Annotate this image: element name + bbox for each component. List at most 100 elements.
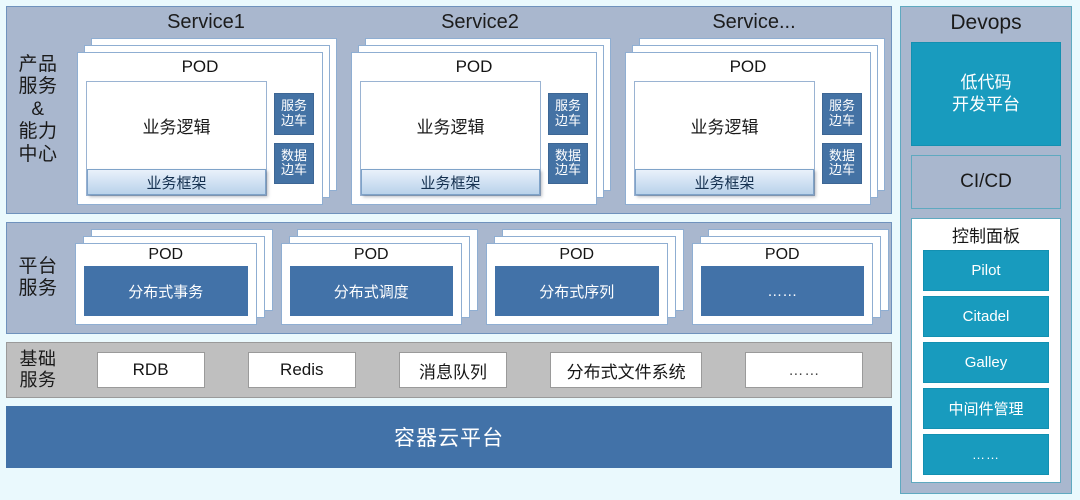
row-label-platform-services: 平台 服务 (7, 223, 69, 333)
sidecar-label-line: 服务 (280, 98, 307, 114)
row-label-line: 基础 (19, 348, 57, 369)
sidecar-label-line: 数据 (554, 147, 581, 163)
main-stack: 产品 服务 & 能力 中心 Service1 POD (6, 6, 892, 494)
pod-stack: POD 业务逻辑 业务框架 服务 边车 (351, 38, 611, 205)
data-sidecar-box: 数据 边车 (548, 142, 588, 184)
sidecar-label-line: 服务 (828, 98, 855, 114)
basic-service-redis[interactable]: Redis (247, 352, 356, 388)
business-container: 业务逻辑 业务框架 (634, 81, 815, 196)
basic-service-distributed-file-system[interactable]: 分布式文件系统 (550, 352, 703, 388)
pod-card[interactable]: POD 分布式事务 (75, 243, 257, 325)
business-container: 业务逻辑 业务框架 (86, 81, 267, 196)
sidecar-label-line: 边车 (280, 112, 307, 128)
row-product-services: 产品 服务 & 能力 中心 Service1 POD (6, 6, 892, 214)
row-label-line: 服务 (18, 76, 58, 98)
sidecar-label-line: 数据 (828, 147, 855, 163)
control-panel-button-middleware-management[interactable]: 中间件管理 (923, 388, 1049, 429)
pod-title: POD (729, 57, 767, 76)
sidecar-label-line: 边车 (280, 162, 307, 178)
row-label-line: 中心 (18, 143, 58, 165)
control-panel-button-citadel[interactable]: Citadel (923, 296, 1049, 337)
control-panel-button-pilot[interactable]: Pilot (923, 250, 1049, 291)
pod-contents: 业务逻辑 业务框架 服务 边车 数据 (360, 81, 588, 196)
row-label-line: 服务 (19, 370, 57, 390)
row-label-line: 产品 (18, 53, 58, 75)
row-label-basic-services: 基础 服务 (7, 343, 69, 397)
business-container: 业务逻辑 业务框架 (360, 81, 541, 196)
container-cloud-platform-bar: 容器云平台 (6, 406, 892, 468)
pod-card[interactable]: POD 分布式序列 (486, 243, 668, 325)
sidecar-label-line: 边车 (554, 162, 581, 178)
pod-card[interactable]: POD 业务逻辑 业务框架 服务 边车 (625, 52, 871, 205)
sidecar-label-line: 边车 (554, 112, 581, 128)
platform-service-chip: 分布式序列 (495, 266, 659, 316)
lowcode-label-line: 开发平台 (952, 95, 1020, 114)
sidecar-column: 服务 边车 数据 边车 (822, 81, 862, 196)
business-framework-bar: 业务框架 (87, 169, 266, 195)
platform-pod-2: POD 分布式调度 (280, 229, 478, 325)
pod-title: POD (559, 246, 595, 263)
service-sidecar-box: 服务 边车 (548, 93, 588, 135)
service-column-3: Service... POD 业务逻辑 业务框架 (617, 7, 891, 213)
service-sidecar-box: 服务 边车 (822, 93, 862, 135)
cicd-card[interactable]: CI/CD (911, 155, 1061, 209)
platform-service-chip: 分布式事务 (84, 266, 248, 316)
lowcode-platform-card[interactable]: 低代码 开发平台 (911, 42, 1061, 146)
pod-card[interactable]: POD 业务逻辑 业务框架 服务 边车 (77, 52, 323, 205)
service-column-1: Service1 POD 业务逻辑 业务框架 (69, 7, 343, 213)
control-panel-title: 控制面板 (952, 227, 1020, 246)
control-panel-button-galley[interactable]: Galley (923, 342, 1049, 383)
sidecar-label-line: 边车 (828, 162, 855, 178)
pod-card[interactable]: POD 业务逻辑 业务框架 服务 边车 (351, 52, 597, 205)
business-logic-box: 业务逻辑 (142, 118, 211, 137)
pod-title: POD (455, 57, 493, 76)
basic-service-more[interactable]: …… (745, 352, 864, 388)
row-label-line: & (31, 98, 45, 120)
sidecar-label-line: 数据 (280, 147, 307, 163)
row-label-line: 服务 (18, 278, 58, 299)
pod-title: POD (181, 57, 219, 76)
data-sidecar-box: 数据 边车 (274, 142, 314, 184)
row-label-product-services: 产品 服务 & 能力 中心 (7, 7, 69, 213)
sidecar-column: 服务 边车 数据 边车 (274, 81, 314, 196)
platform-service-chip: …… (700, 266, 864, 316)
data-sidecar-box: 数据 边车 (822, 142, 862, 184)
control-panel-button-list: Pilot Citadel Galley 中间件管理 …… (923, 250, 1049, 475)
pod-card[interactable]: POD …… (691, 243, 873, 325)
basic-service-rdb[interactable]: RDB (96, 352, 205, 388)
platform-services-body: POD 分布式事务 POD 分布式调度 POD (69, 223, 891, 333)
devops-panel: Devops 低代码 开发平台 CI/CD 控制面板 Pilot Citadel… (900, 6, 1072, 494)
pod-contents: 业务逻辑 业务框架 服务 边车 数据 (634, 81, 862, 196)
sidecar-column: 服务 边车 数据 边车 (548, 81, 588, 196)
pod-title: POD (148, 246, 184, 263)
service-title: Service2 (441, 11, 519, 33)
pod-contents: 业务逻辑 业务框架 服务 边车 数据 (86, 81, 314, 196)
platform-pod-3: POD 分布式序列 (486, 229, 684, 325)
lowcode-label-line: 低代码 (960, 72, 1012, 92)
service-title: Service... (712, 11, 796, 33)
basic-service-message-queue[interactable]: 消息队列 (398, 352, 507, 388)
container-cloud-platform-label: 容器云平台 (394, 427, 504, 450)
pod-stack: POD 业务逻辑 业务框架 服务 边车 (77, 38, 337, 205)
pod-stack: POD 业务逻辑 业务框架 服务 边车 (625, 38, 885, 205)
service-title: Service1 (167, 11, 245, 33)
service-sidecar-box: 服务 边车 (274, 93, 314, 135)
row-label-line: 能力 (18, 121, 58, 143)
platform-pod-1: POD 分布式事务 (75, 229, 273, 325)
platform-service-chip: 分布式调度 (289, 266, 453, 316)
sidecar-label-line: 服务 (554, 98, 581, 114)
business-logic-box: 业务逻辑 (690, 118, 759, 137)
platform-pod-4: POD …… (691, 229, 889, 325)
control-panel: 控制面板 Pilot Citadel Galley 中间件管理 …… (911, 218, 1061, 483)
pod-title: POD (764, 246, 800, 263)
pod-card[interactable]: POD 分布式调度 (280, 243, 462, 325)
sidecar-label-line: 边车 (828, 112, 855, 128)
product-services-body: Service1 POD 业务逻辑 业务框架 (69, 7, 891, 213)
control-panel-button-more[interactable]: …… (923, 434, 1049, 475)
row-platform-services: 平台 服务 POD 分布式事务 POD 分布式调 (6, 222, 892, 334)
pod-title: POD (353, 246, 389, 263)
business-logic-box: 业务逻辑 (416, 118, 485, 137)
basic-services-body: RDB Redis 消息队列 分布式文件系统 …… (69, 343, 891, 397)
service-column-2: Service2 POD 业务逻辑 业务框架 (343, 7, 617, 213)
